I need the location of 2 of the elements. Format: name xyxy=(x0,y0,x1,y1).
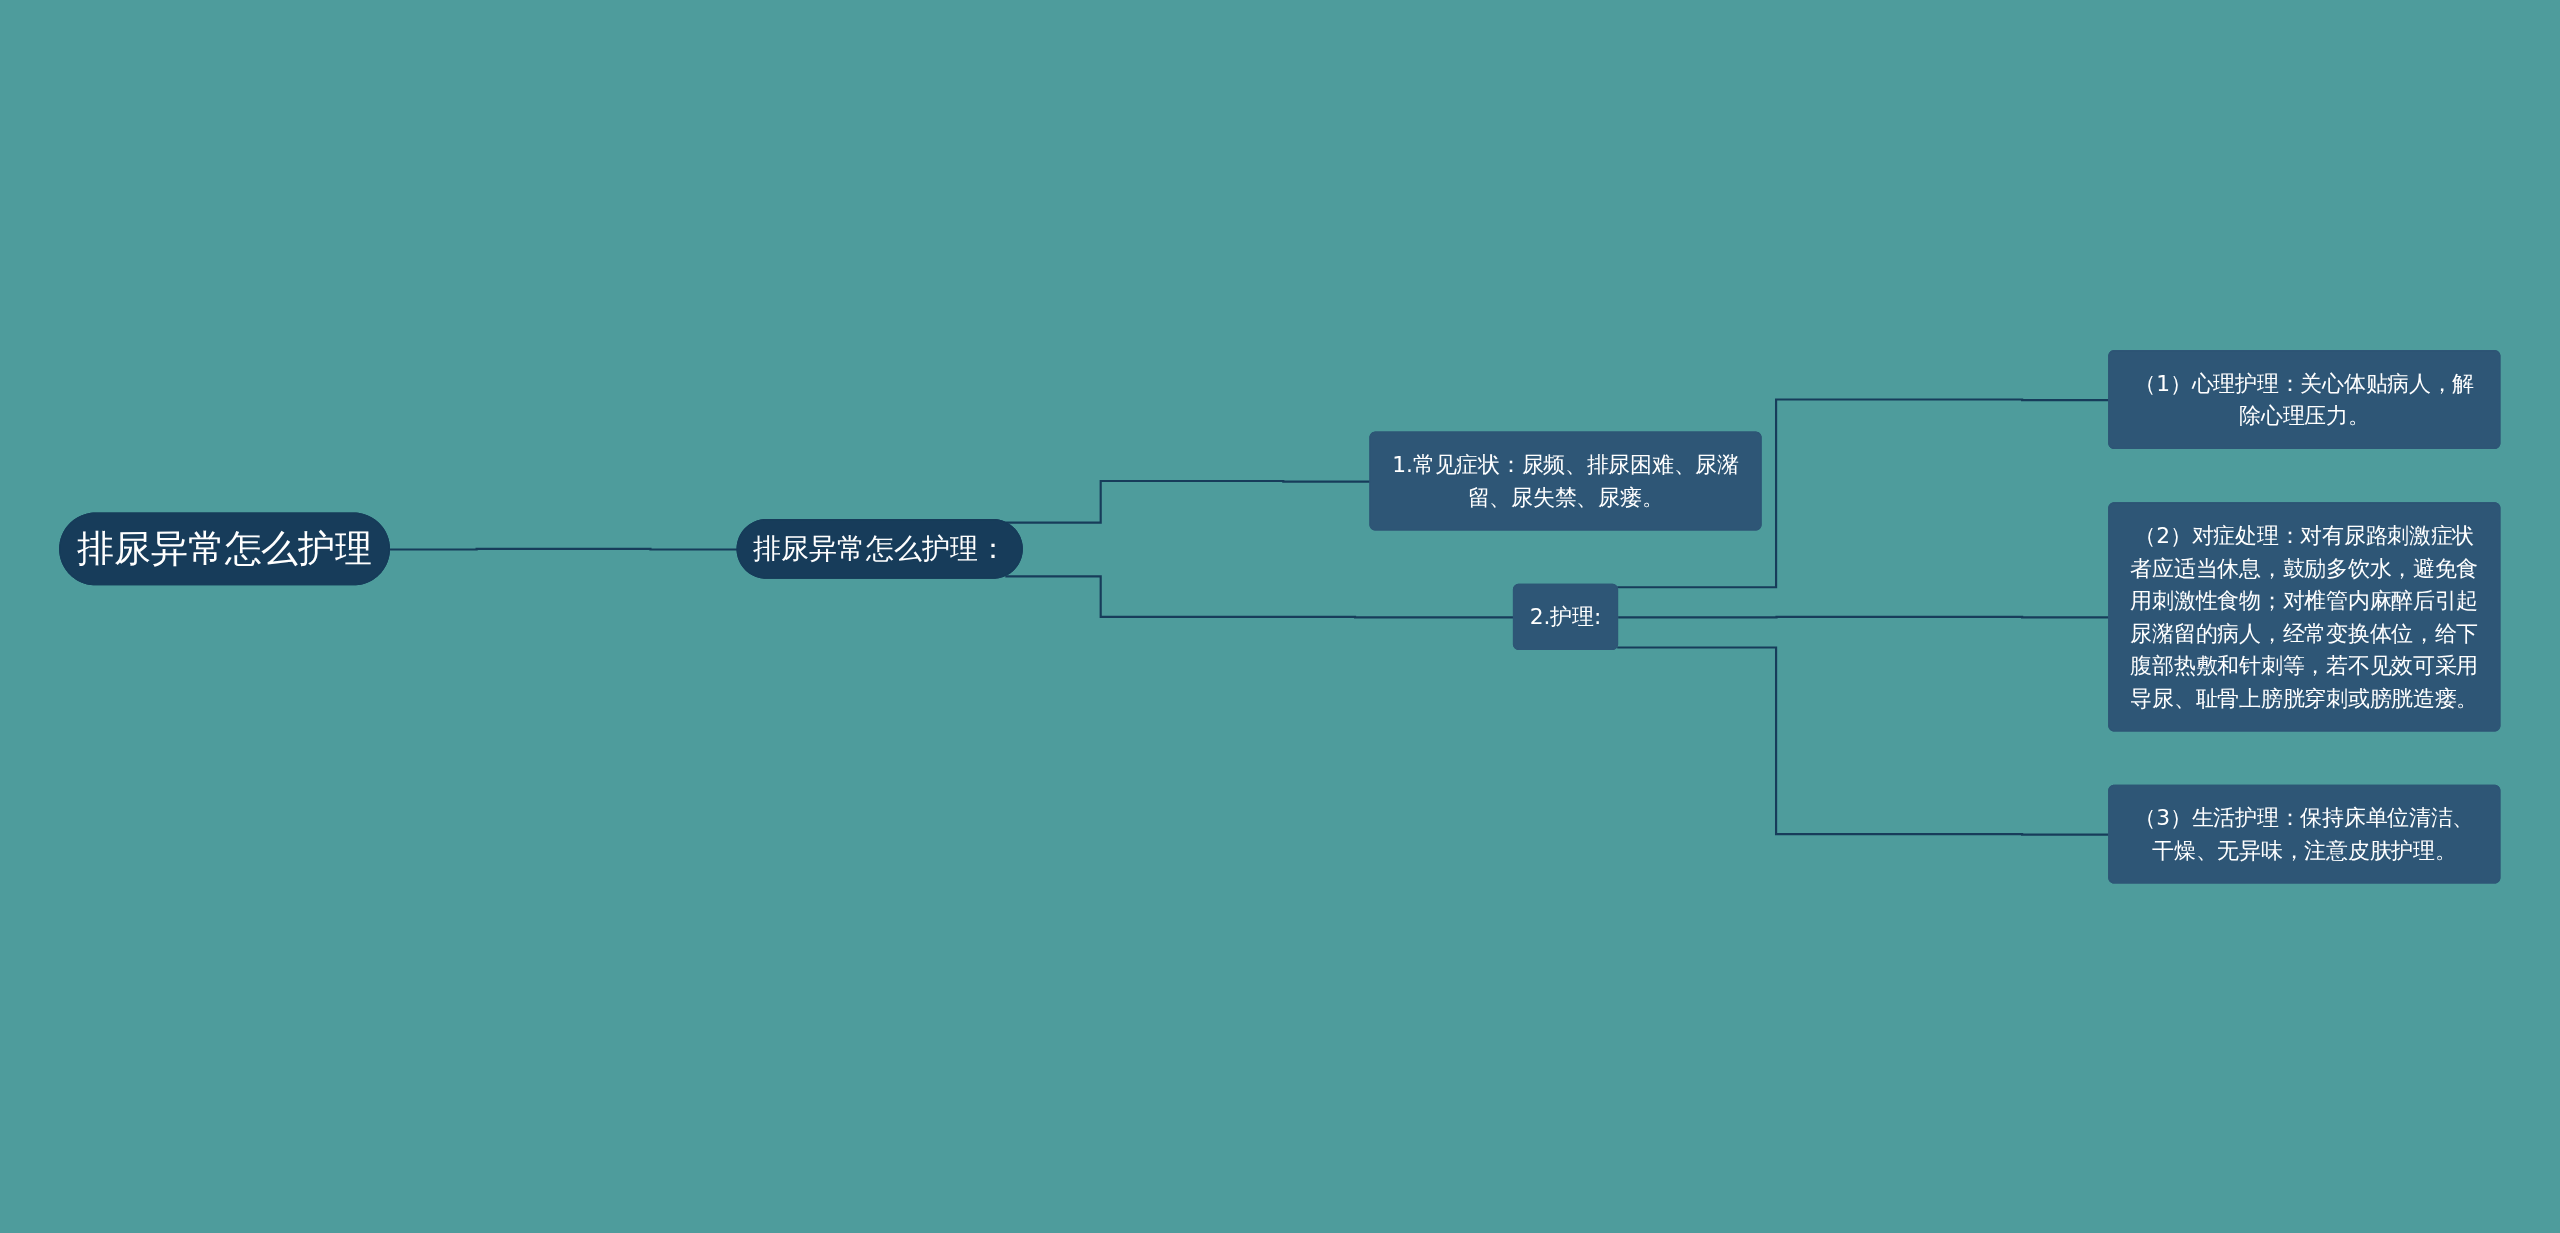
connector xyxy=(1005,479,1371,524)
connector xyxy=(390,547,738,551)
